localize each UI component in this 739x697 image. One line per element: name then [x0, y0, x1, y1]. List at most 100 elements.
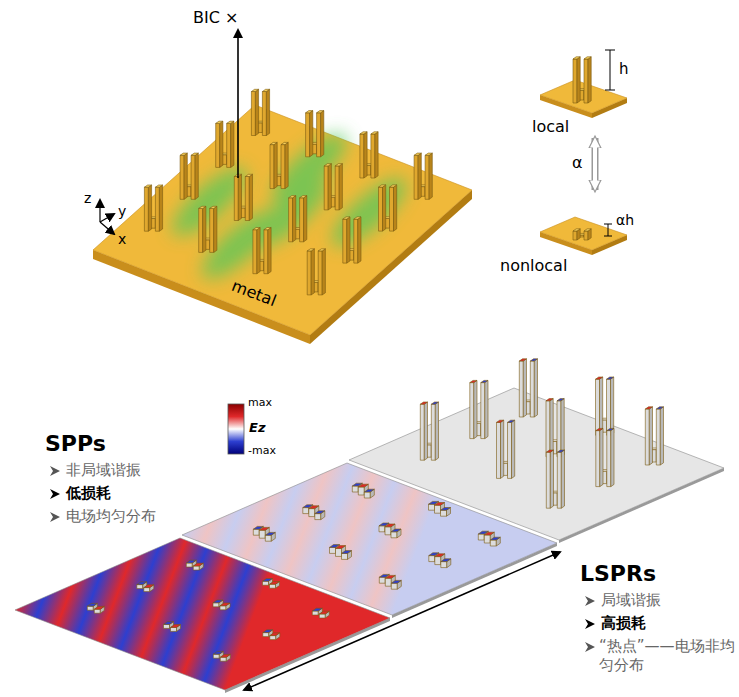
- box-front: [300, 198, 304, 242]
- box-front: [429, 556, 435, 562]
- colour-bar-label: -max: [248, 444, 276, 458]
- box-top: [385, 524, 395, 527]
- box-top: [354, 217, 361, 219]
- box-top: [220, 603, 230, 606]
- box-front: [379, 577, 385, 583]
- box-front: [234, 177, 238, 221]
- box-front: [213, 654, 219, 658]
- box-front: [429, 504, 435, 510]
- box-top: [300, 196, 307, 198]
- box-top: [309, 506, 319, 509]
- box-top: [584, 229, 591, 231]
- box-top: [484, 532, 494, 535]
- box-front: [484, 535, 490, 543]
- box-front: [265, 535, 271, 541]
- box-top: [342, 551, 352, 554]
- box-front: [306, 113, 310, 157]
- box-top: [343, 217, 350, 219]
- box-front: [441, 562, 447, 568]
- box-top: [245, 174, 252, 176]
- box-side: [561, 450, 564, 508]
- box-side: [501, 420, 504, 478]
- box-top: [645, 407, 652, 409]
- unit-cell-icons: [540, 57, 627, 255]
- box-side: [321, 111, 324, 157]
- box-top: [193, 563, 203, 566]
- box-top: [213, 651, 223, 654]
- box-front: [281, 145, 285, 189]
- unit-plate: [540, 217, 627, 250]
- box-front: [227, 123, 231, 167]
- box-top: [264, 228, 271, 230]
- box-front: [335, 166, 339, 210]
- box-front: [596, 379, 600, 435]
- mode-property: 非局域谐振: [66, 461, 141, 480]
- box-side: [561, 399, 564, 457]
- box-front: [262, 92, 266, 136]
- box-side: [364, 132, 367, 178]
- mode-property: 低损耗: [66, 484, 111, 503]
- alpha-h-dimension: [604, 224, 612, 236]
- scale-arrow-right: [400, 552, 560, 622]
- box-side: [249, 174, 252, 220]
- box-top: [596, 428, 603, 430]
- box-front: [193, 566, 199, 570]
- height-dimension: [605, 50, 615, 90]
- bullet-markers: [50, 466, 595, 652]
- mode-property: 局域谐振: [601, 591, 661, 610]
- box-front: [371, 134, 375, 178]
- box-side: [203, 206, 206, 252]
- colour-bar: [228, 404, 244, 454]
- box-front: [303, 508, 309, 514]
- box-side: [358, 217, 361, 263]
- mode-heading: SPPs: [45, 430, 106, 458]
- field-plate: [15, 538, 390, 690]
- box-top: [227, 121, 234, 123]
- box-side: [322, 249, 325, 295]
- box-front: [220, 606, 226, 610]
- box-front: [245, 177, 249, 221]
- box-front: [546, 452, 550, 508]
- box-top: [379, 185, 386, 187]
- axis-label: z: [84, 190, 91, 208]
- box-front: [270, 636, 276, 640]
- box-front: [557, 401, 561, 457]
- box-top: [371, 132, 378, 134]
- box-top: [171, 625, 181, 628]
- box-front: [312, 611, 318, 615]
- mode-property: 高损耗: [601, 614, 646, 633]
- box-front: [420, 404, 424, 460]
- box-top: [191, 153, 198, 155]
- box-top: [336, 546, 346, 549]
- box-side: [310, 111, 313, 157]
- mode-property: “热点”——电场非均匀分布: [599, 637, 735, 675]
- box-top: [508, 420, 515, 422]
- box-front: [607, 379, 611, 435]
- box-front: [210, 208, 214, 252]
- box-top: [144, 185, 151, 187]
- box-side: [159, 185, 162, 231]
- box-top: [584, 57, 591, 59]
- box-top: [251, 89, 258, 91]
- box-top: [324, 164, 331, 166]
- box-top: [546, 399, 553, 401]
- box-front: [364, 492, 370, 498]
- box-front: [435, 557, 441, 565]
- box-side: [266, 89, 269, 135]
- box-front: [253, 529, 259, 535]
- box-front: [490, 540, 496, 546]
- box-front: [213, 603, 219, 607]
- box-side: [148, 185, 151, 231]
- axis-label: y: [118, 203, 126, 221]
- box-front: [171, 627, 177, 631]
- bic-arrow: [237, 30, 239, 178]
- box-front: [342, 553, 348, 559]
- box-front: [557, 452, 561, 508]
- box-side: [293, 196, 296, 242]
- axis-label: x: [118, 231, 126, 249]
- box-front: [414, 155, 418, 199]
- box-top: [216, 121, 223, 123]
- box-top: [391, 529, 401, 532]
- box-side: [220, 121, 223, 167]
- box-front: [656, 409, 660, 465]
